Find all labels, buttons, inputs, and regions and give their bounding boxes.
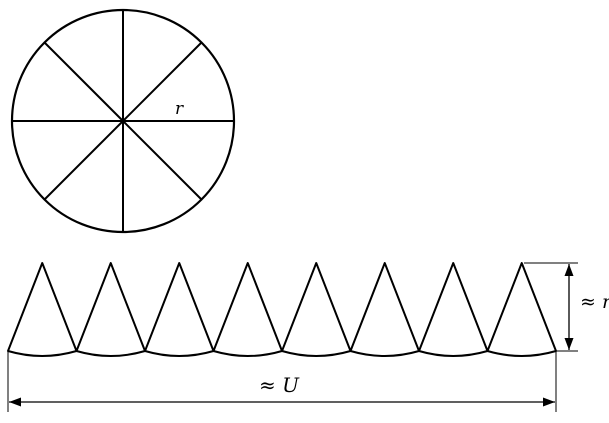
height-arrow-top [564, 264, 574, 276]
sector-piece [212, 262, 283, 357]
sector-line [122, 41, 203, 122]
divided-circle: r [10, 8, 236, 234]
sector-pieces [7, 262, 557, 357]
sector-piece [418, 262, 489, 357]
sector-piece [75, 262, 146, 357]
length-dimension: ≈ U [7, 351, 557, 412]
circle-sector-lines [12, 10, 234, 232]
height-dimension: ≈ r [524, 262, 609, 352]
sector-line [122, 120, 203, 201]
sector-piece [144, 262, 215, 357]
sector-piece [486, 262, 557, 357]
length-arrow-right [543, 397, 555, 407]
sector-line [43, 120, 124, 201]
length-arrow-left [9, 397, 21, 407]
rearranged-strip: ≈ r ≈ U [7, 262, 609, 412]
sector-line [43, 41, 124, 122]
sector-piece [7, 262, 78, 357]
length-label: ≈ U [259, 373, 300, 397]
radius-label: r [175, 99, 184, 119]
height-arrow-bottom [564, 338, 574, 350]
sector-piece [349, 262, 420, 357]
height-label: ≈ r [580, 291, 609, 313]
sector-piece [281, 262, 352, 357]
